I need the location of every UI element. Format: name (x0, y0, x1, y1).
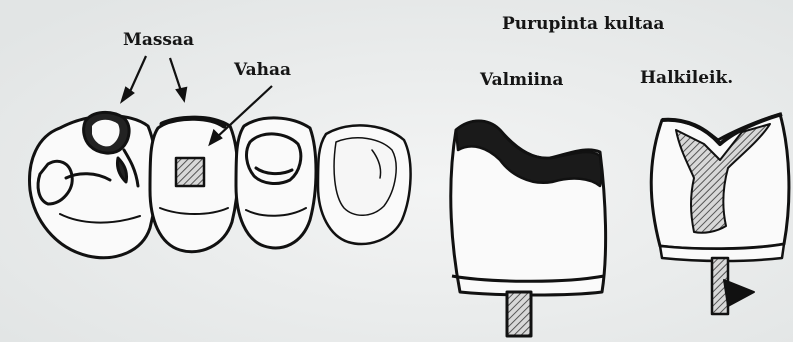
premolar-with-wax (150, 117, 238, 251)
label-vahaa: Vahaa (234, 60, 291, 80)
incisor-tooth (318, 125, 411, 244)
label-massaa: Massaa (123, 30, 194, 50)
crown-post (507, 292, 531, 336)
label-halkileik: Halkileik. (640, 68, 733, 88)
canine-tooth (236, 118, 316, 248)
label-title: Purupinta kultaa (502, 14, 664, 34)
wax-filling (176, 158, 204, 186)
label-valmiina: Valmiina (480, 70, 563, 90)
